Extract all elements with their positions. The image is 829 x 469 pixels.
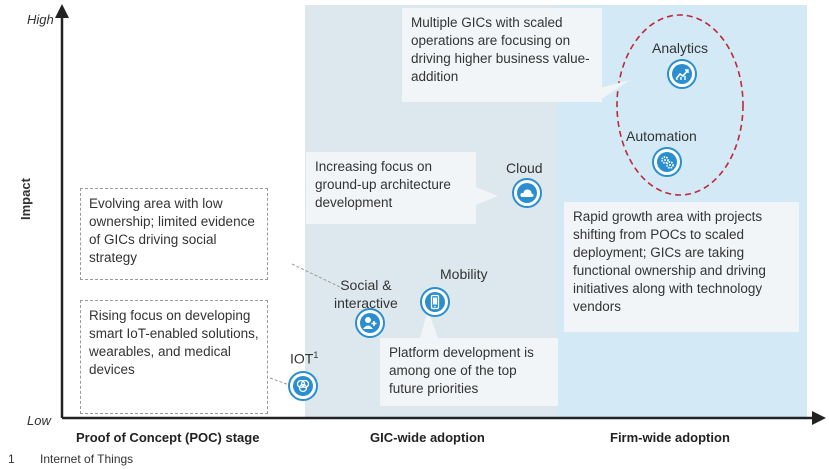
footnote-text: Internet of Things [40,452,134,466]
automation-label: Automation [626,128,697,144]
social-callout: Evolving area with low ownership; limite… [80,188,268,280]
analytics-chart-icon [667,59,697,89]
rapid-growth-callout: Rapid growth area with projects shifting… [564,202,799,332]
analytics-callout: Multiple GICs with scaled operations are… [402,8,602,102]
cloud-callout: Increasing focus on ground-up architectu… [306,152,476,224]
iot-label-text: IOT [290,350,314,367]
analytics-label: Analytics [652,40,709,56]
social-label: Social & interactive [334,277,398,311]
cloud-label: Cloud [506,160,543,176]
mobile-phone-icon [420,287,450,317]
social-add-user-icon [355,308,385,338]
x-stage-firm: Firm-wide adoption [610,430,730,445]
footnote-number: 1 [8,452,15,466]
iot-label: IOT1 [290,350,318,367]
x-stage-poc: Proof of Concept (POC) stage [76,430,260,445]
iot-callout: Rising focus on developing smart IoT-ena… [80,300,268,414]
x-stage-gic: GIC-wide adoption [370,430,485,445]
automation-gears-icon [652,147,682,177]
iot-icon [288,371,318,401]
y-axis-label: Impact [18,178,33,220]
y-low-label: Low [27,413,51,428]
focus-ellipse [616,14,744,196]
mobility-label: Mobility [440,266,488,282]
iot-footnote-ref: 1 [313,350,319,360]
mobility-callout: Platform development is among one of the… [380,338,558,406]
cloud-icon [512,178,542,208]
y-high-label: High [27,12,54,27]
